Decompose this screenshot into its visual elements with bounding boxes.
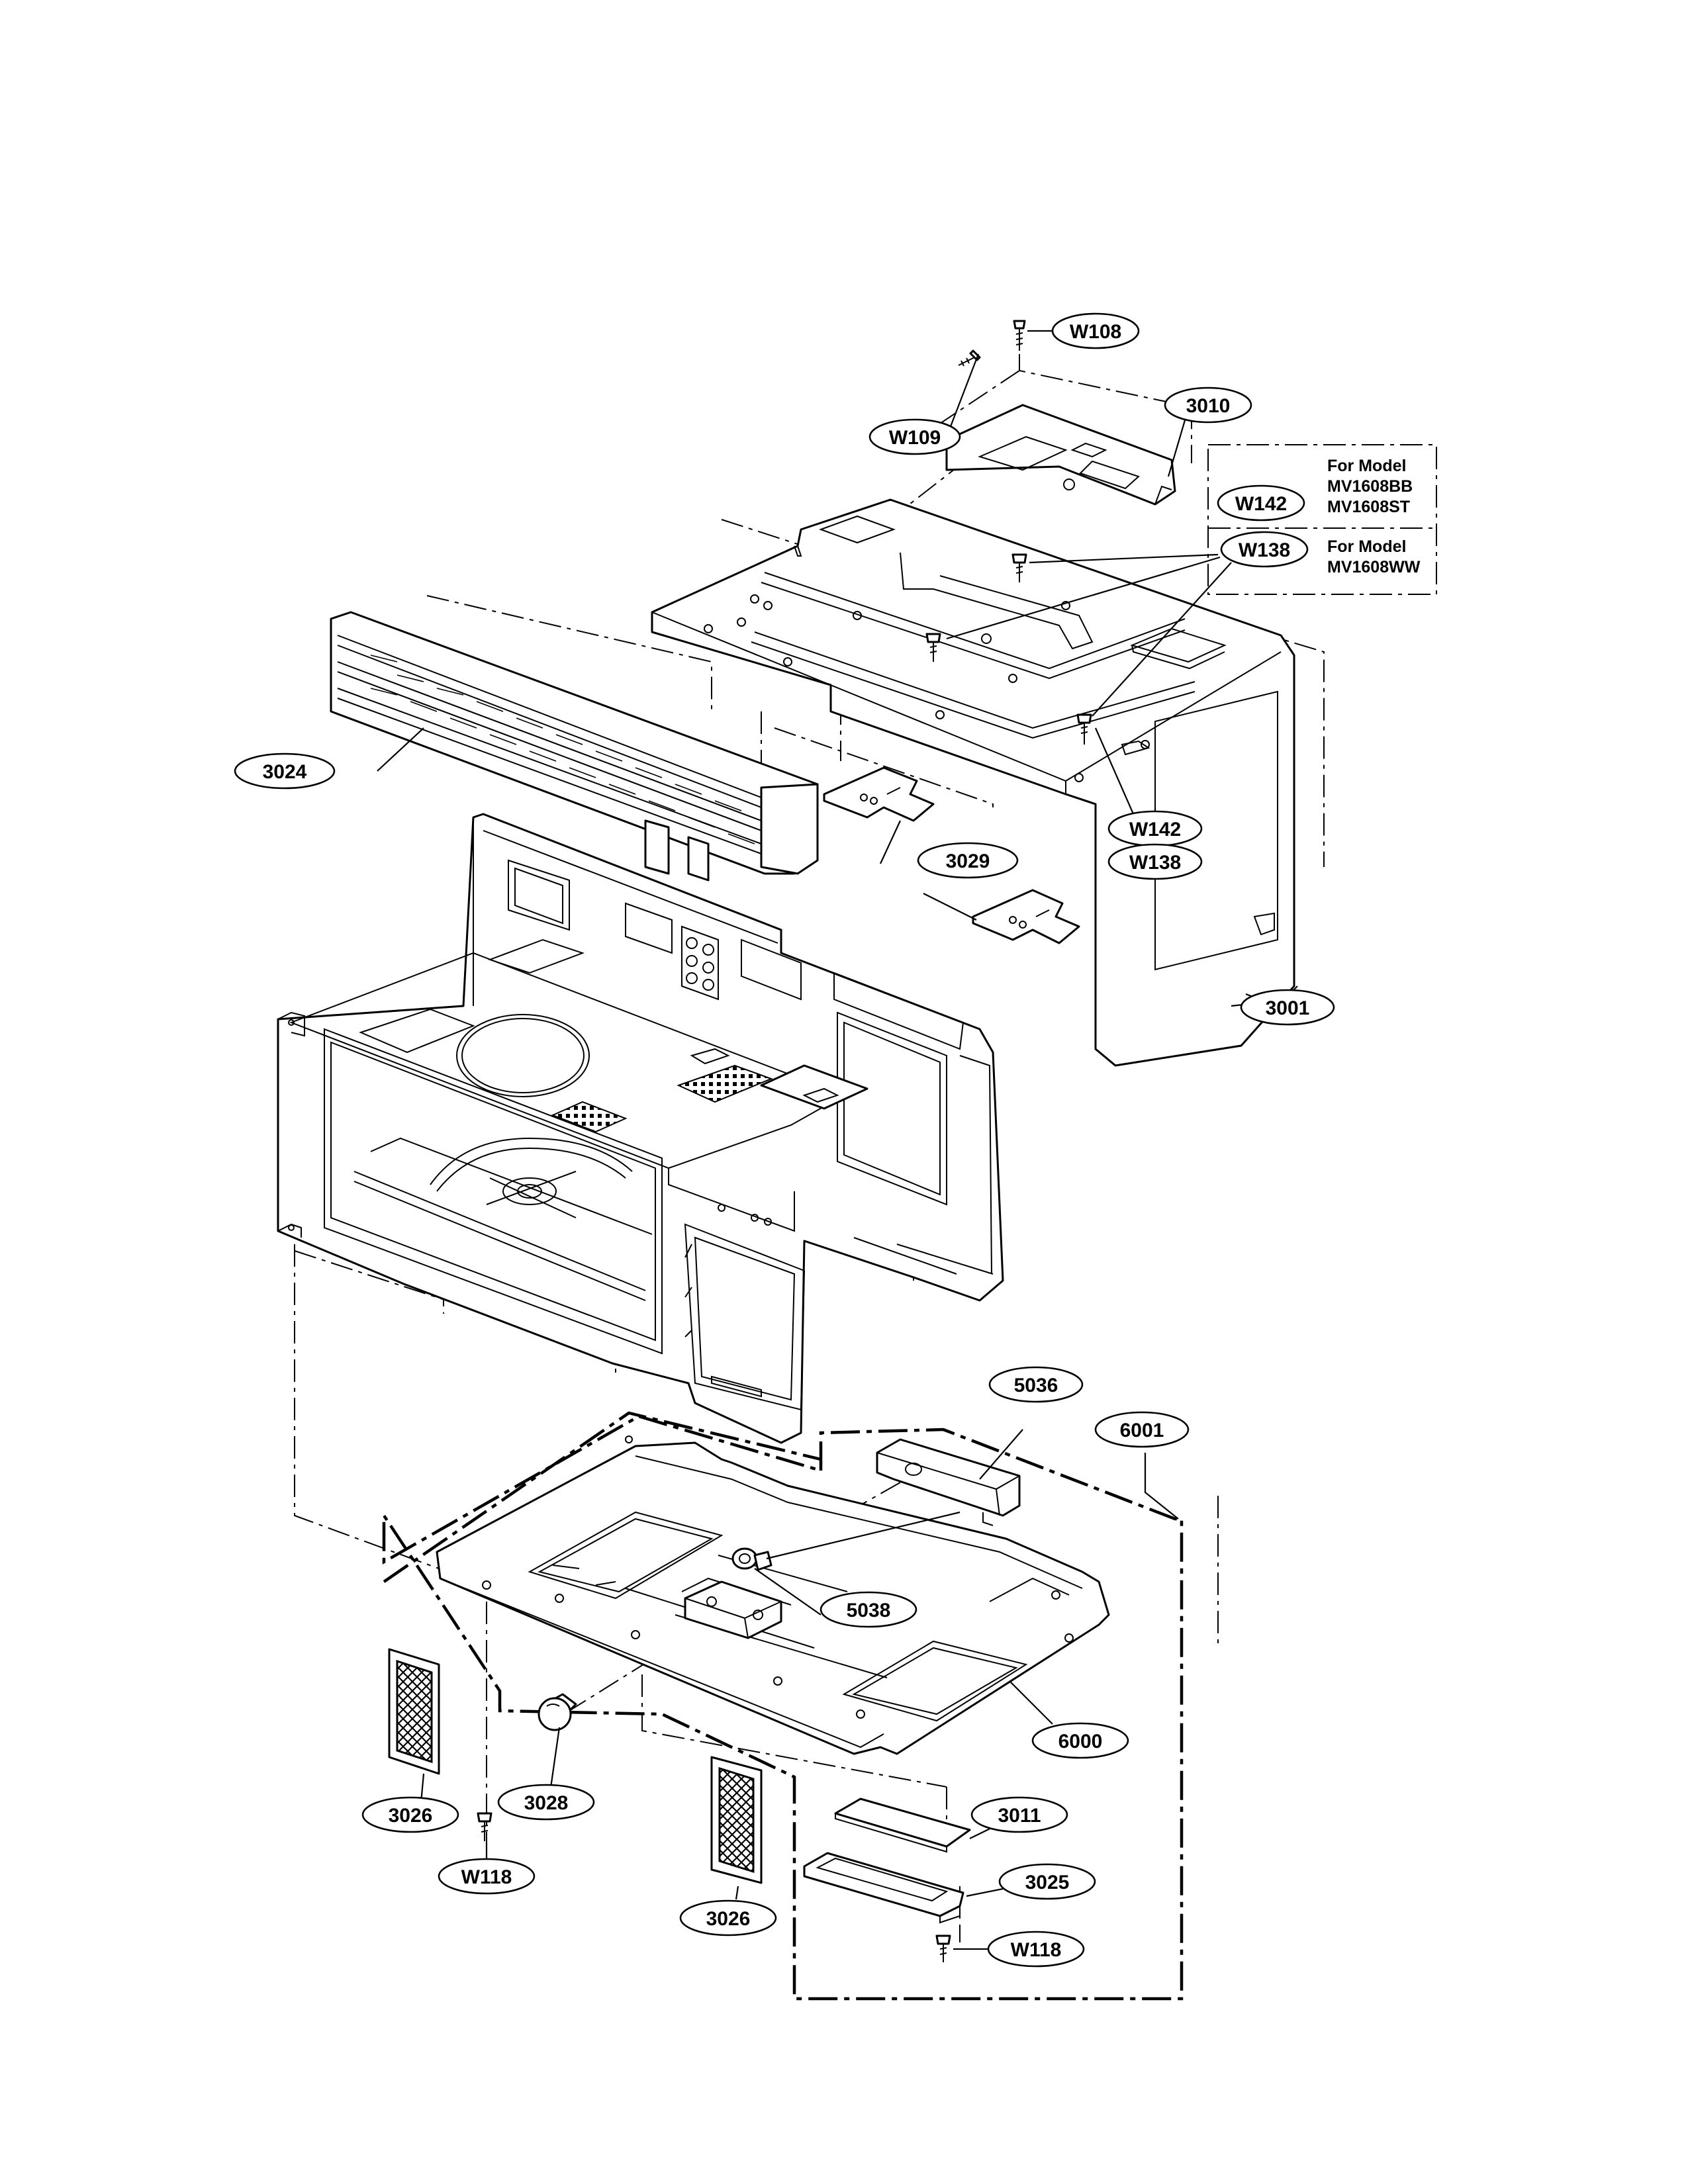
callout-w142-top-text: W142 bbox=[1235, 493, 1287, 515]
bracket-3029-b bbox=[972, 889, 1080, 944]
filter-3026-center bbox=[710, 1756, 763, 1884]
cavity-frame bbox=[277, 813, 1004, 1444]
callout-w109-text: W109 bbox=[889, 427, 941, 449]
outer-case-3001 bbox=[651, 498, 1295, 1067]
callout-5036: 5036 bbox=[988, 1366, 1084, 1403]
callout-w118-right-text: W118 bbox=[1011, 1939, 1062, 1961]
callout-w142-top: W142 bbox=[1217, 484, 1305, 522]
filter-3026-left bbox=[388, 1648, 440, 1775]
callout-6000-text: 6000 bbox=[1058, 1731, 1103, 1752]
callout-3026-center: 3026 bbox=[679, 1899, 777, 1936]
callout-w138-side: W138 bbox=[1107, 843, 1203, 880]
part-3028 bbox=[538, 1693, 577, 1731]
callout-3011-text: 3011 bbox=[998, 1805, 1041, 1827]
model-note-box bbox=[1207, 444, 1437, 595]
callout-w118-left: W118 bbox=[438, 1858, 536, 1895]
part-3011 bbox=[834, 1797, 971, 1853]
callout-w142-side: W142 bbox=[1107, 810, 1203, 847]
model-note-2: For Model MV1608WW bbox=[1327, 537, 1421, 576]
callout-6001-text: 6001 bbox=[1120, 1420, 1164, 1441]
callout-3026-left: 3026 bbox=[361, 1796, 459, 1833]
model-note-1-line-3: MV1608ST bbox=[1327, 498, 1410, 516]
callout-5038-text: 5038 bbox=[847, 1600, 891, 1621]
part-3025 bbox=[803, 1852, 964, 1924]
callout-3001-text: 3001 bbox=[1266, 997, 1310, 1019]
leader-lines bbox=[377, 330, 1298, 1950]
part-5036 bbox=[876, 1438, 1021, 1526]
model-note-1-line-1: For Model bbox=[1327, 457, 1406, 475]
callout-3024-text: 3024 bbox=[263, 761, 307, 783]
callout-3026-left-text: 3026 bbox=[389, 1805, 433, 1827]
callout-3024: 3024 bbox=[234, 752, 336, 790]
callout-w142-side-text: W142 bbox=[1129, 819, 1181, 841]
grille-3024 bbox=[330, 611, 819, 882]
callout-3029-text: 3029 bbox=[946, 850, 990, 872]
callout-w108-text: W108 bbox=[1070, 321, 1121, 343]
callout-3025: 3025 bbox=[998, 1863, 1096, 1900]
callout-5038: 5038 bbox=[820, 1591, 917, 1628]
callout-w138-top-text: W138 bbox=[1239, 539, 1290, 561]
callout-3010: 3010 bbox=[1164, 387, 1252, 424]
screw-w108 bbox=[1013, 320, 1026, 351]
callout-6000: 6000 bbox=[1031, 1722, 1129, 1759]
model-note-2-line-1: For Model bbox=[1327, 537, 1406, 556]
callout-3029: 3029 bbox=[917, 842, 1019, 879]
model-note-2-line-2: MV1608WW bbox=[1327, 558, 1421, 576]
model-note-1-line-2: MV1608BB bbox=[1327, 477, 1413, 496]
callout-3001: 3001 bbox=[1240, 989, 1335, 1026]
callout-5036-text: 5036 bbox=[1014, 1375, 1058, 1396]
boundary-6001-tray bbox=[383, 1411, 821, 1583]
bracket-3010 bbox=[945, 404, 1176, 506]
callout-w118-right: W118 bbox=[987, 1931, 1085, 1968]
bracket-3029-a bbox=[823, 766, 935, 822]
callout-3028: 3028 bbox=[497, 1784, 595, 1821]
callout-3011: 3011 bbox=[970, 1796, 1068, 1833]
model-note-1: For Model MV1608BB MV1608ST bbox=[1327, 457, 1413, 516]
boundary-6001 bbox=[382, 1414, 1184, 2001]
callout-w118-left-text: W118 bbox=[461, 1866, 512, 1888]
callout-w138-side-text: W138 bbox=[1129, 852, 1181, 874]
screw-w118-right bbox=[935, 1934, 951, 1962]
callout-w138-top: W138 bbox=[1220, 531, 1309, 568]
part-5038 bbox=[731, 1547, 773, 1571]
callout-3010-text: 3010 bbox=[1186, 395, 1231, 417]
screw-w142 bbox=[1076, 713, 1092, 745]
callout-3025-text: 3025 bbox=[1025, 1872, 1070, 1893]
callout-3026-center-text: 3026 bbox=[706, 1908, 751, 1930]
callout-3028-text: 3028 bbox=[524, 1792, 569, 1814]
base-plate-6000 bbox=[436, 1435, 1110, 1755]
callout-w108: W108 bbox=[1051, 312, 1140, 349]
screw-w118-left bbox=[477, 1812, 492, 1841]
screw-w138-b bbox=[925, 633, 941, 662]
callout-w109: W109 bbox=[868, 418, 961, 455]
screw-w138-a bbox=[1011, 553, 1027, 582]
callout-6001: 6001 bbox=[1094, 1411, 1190, 1448]
